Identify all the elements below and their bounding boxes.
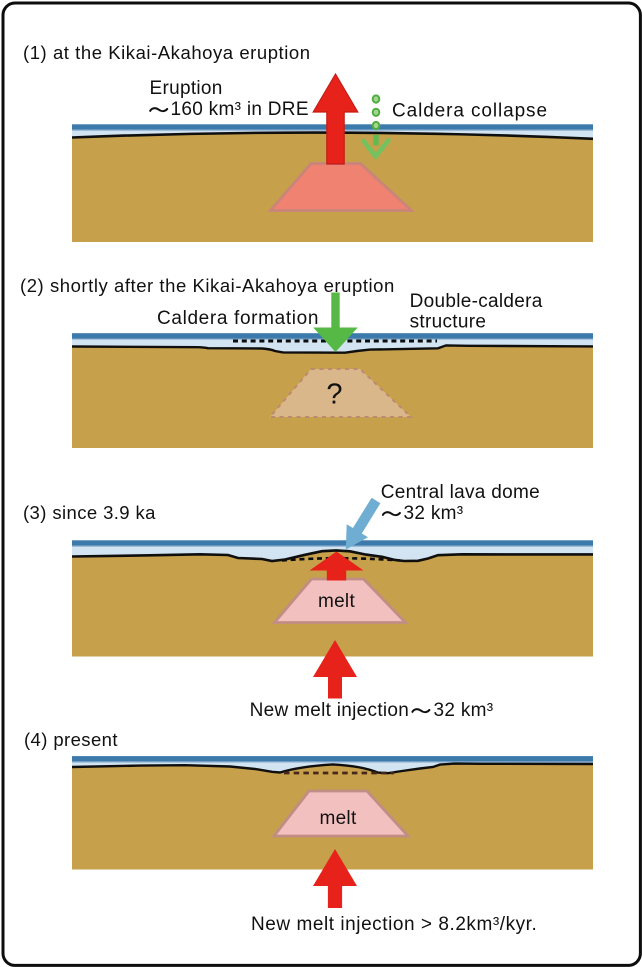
svg-text:New melt injection: New melt injection: [250, 700, 410, 721]
svg-text:(3) since 3.9 ka: (3) since 3.9 ka: [23, 502, 156, 523]
svg-text:Double-caldera: Double-caldera: [410, 291, 543, 312]
svg-text:(2) shortly after the Kikai-Ak: (2) shortly after the Kikai-Akahoya erup…: [20, 275, 395, 296]
svg-text:melt: melt: [319, 808, 357, 829]
svg-text:Eruption: Eruption: [150, 78, 223, 99]
svg-text:160 km³ in DRE: 160 km³ in DRE: [171, 99, 309, 120]
svg-text:Caldera formation: Caldera formation: [157, 308, 319, 329]
svg-text:melt: melt: [318, 591, 356, 612]
svg-text:(4) present: (4) present: [24, 729, 118, 750]
svg-text:32 km³: 32 km³: [434, 700, 494, 721]
svg-text:Caldera collapse: Caldera collapse: [392, 101, 548, 122]
svg-text:Central lava dome: Central lava dome: [381, 482, 540, 503]
svg-text:structure: structure: [410, 312, 487, 333]
svg-text:32 km³: 32 km³: [404, 503, 464, 524]
svg-text:New melt injection > 8.2km³/ky: New melt injection > 8.2km³/kyr.: [251, 914, 537, 935]
svg-text:?: ?: [326, 379, 342, 411]
svg-text:(1) at the Kikai-Akahoya erupt: (1) at the Kikai-Akahoya eruption: [23, 42, 311, 63]
